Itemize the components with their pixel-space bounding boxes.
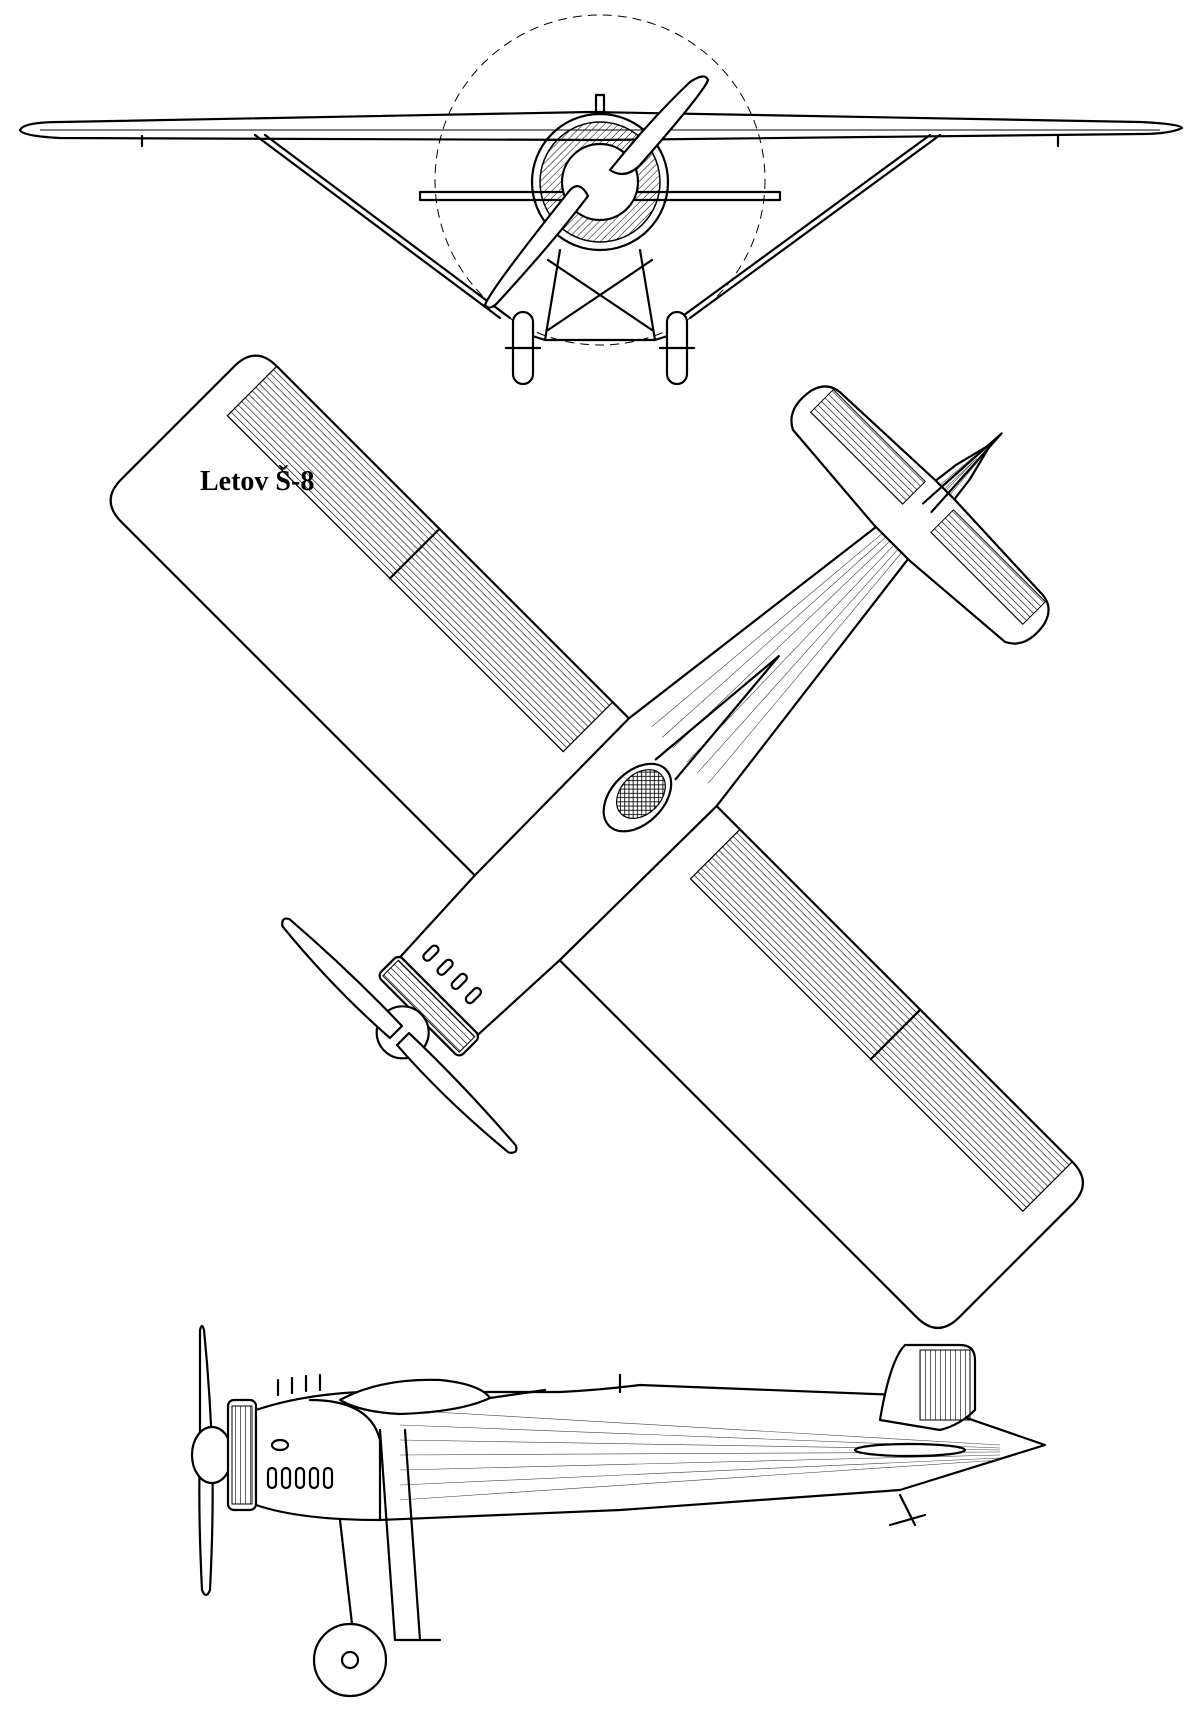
- front-wing-strut-left: [253, 133, 512, 320]
- side-tailplane: [853, 1442, 967, 1458]
- side-tail-skid: [888, 1493, 927, 1527]
- front-landing-gear: [518, 248, 682, 342]
- front-wing-strut-right: [678, 133, 942, 320]
- front-tailplane: [418, 190, 782, 202]
- plan-exhaust-stubs: [422, 944, 483, 1005]
- plan-aileron-lower: [689, 828, 1074, 1213]
- plan-propeller: [281, 917, 518, 1154]
- side-fuselage: [254, 1383, 1047, 1522]
- side-view: [190, 1324, 1047, 1698]
- plan-view: [109, 354, 1084, 1329]
- propeller-disc-outline: [434, 14, 766, 346]
- side-exhaust-stubs: [266, 1466, 334, 1490]
- engine-cowling-front: [530, 112, 670, 252]
- plan-fuselage: [399, 442, 993, 1036]
- side-wing-strut: [378, 1428, 422, 1642]
- front-view: [18, 14, 1184, 386]
- drawing-title: Letov Š-8: [200, 466, 315, 497]
- plan-aileron-upper: [226, 365, 614, 753]
- side-spinner: [190, 1425, 234, 1485]
- front-propeller-blade-lower: [483, 185, 590, 309]
- front-wing: [18, 110, 1184, 142]
- front-propeller-blade-upper: [608, 75, 710, 176]
- side-wheel: [312, 1622, 388, 1698]
